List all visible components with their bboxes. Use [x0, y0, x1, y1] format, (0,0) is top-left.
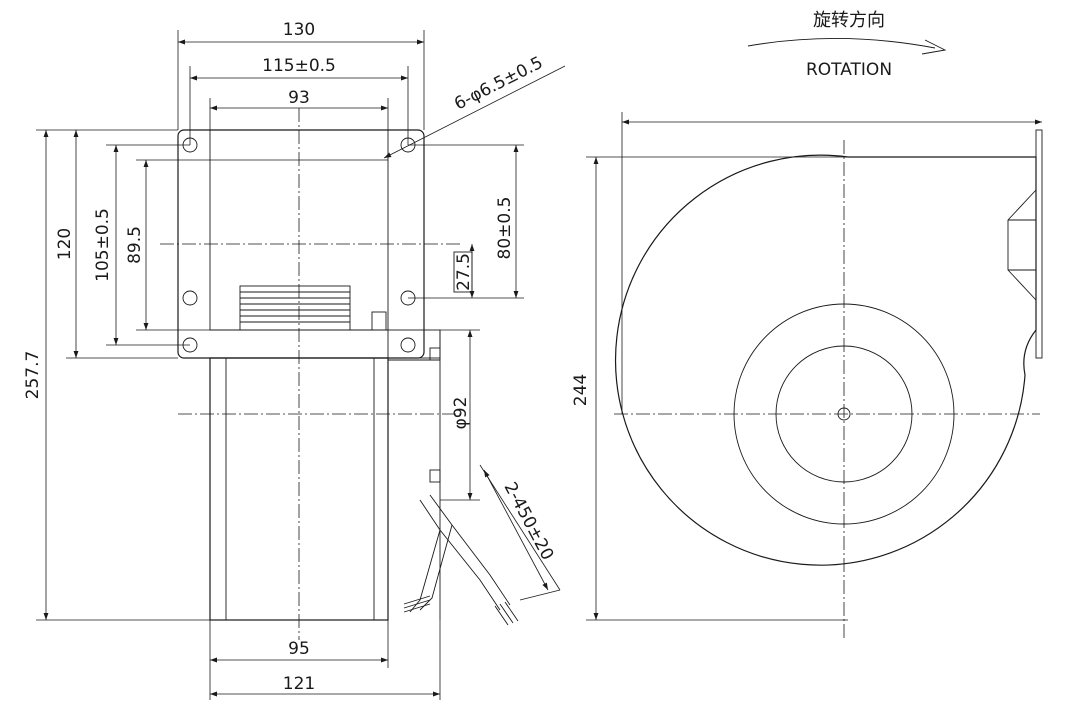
- dim-95: 95: [288, 639, 310, 659]
- dim-121: 121: [283, 674, 315, 694]
- dim-27-5: 27.5: [454, 253, 474, 291]
- box-27-5: [453, 251, 473, 293]
- lead-wires: [403, 494, 519, 626]
- dim-120: 120: [55, 228, 75, 260]
- dim-115: 115±0.5: [262, 56, 336, 76]
- dim-244: 244: [571, 374, 591, 406]
- rotation-label-en: ROTATION: [806, 60, 892, 80]
- side-view: 旋转方向 ROTATION 244: [571, 10, 1043, 640]
- dim-89-5: 89.5: [125, 226, 145, 264]
- hole-mid-left: [182, 290, 198, 306]
- dim-105: 105±0.5: [93, 208, 113, 282]
- rotation-label-cn: 旋转方向: [813, 10, 885, 31]
- dim-motor-dia: φ92: [451, 397, 471, 430]
- dim-holes: 6-φ6.5±0.5: [451, 53, 546, 115]
- dim-80: 80±0.5: [495, 197, 515, 260]
- scroll-housing: [614, 154, 1037, 566]
- dim-lead: 2-450±20: [500, 479, 558, 564]
- impeller-blades: [239, 285, 387, 331]
- dim-93: 93: [288, 88, 310, 108]
- dim-130: 130: [283, 20, 315, 40]
- dim-257-7: 257.7: [23, 351, 43, 400]
- front-view: 130 115±0.5 93 6-φ6.5±0.5 257.7 120 105±…: [23, 20, 566, 700]
- hole-bottom-right: [400, 337, 416, 353]
- outlet-flange: [1035, 129, 1043, 359]
- rotation-arrow: [747, 38, 936, 49]
